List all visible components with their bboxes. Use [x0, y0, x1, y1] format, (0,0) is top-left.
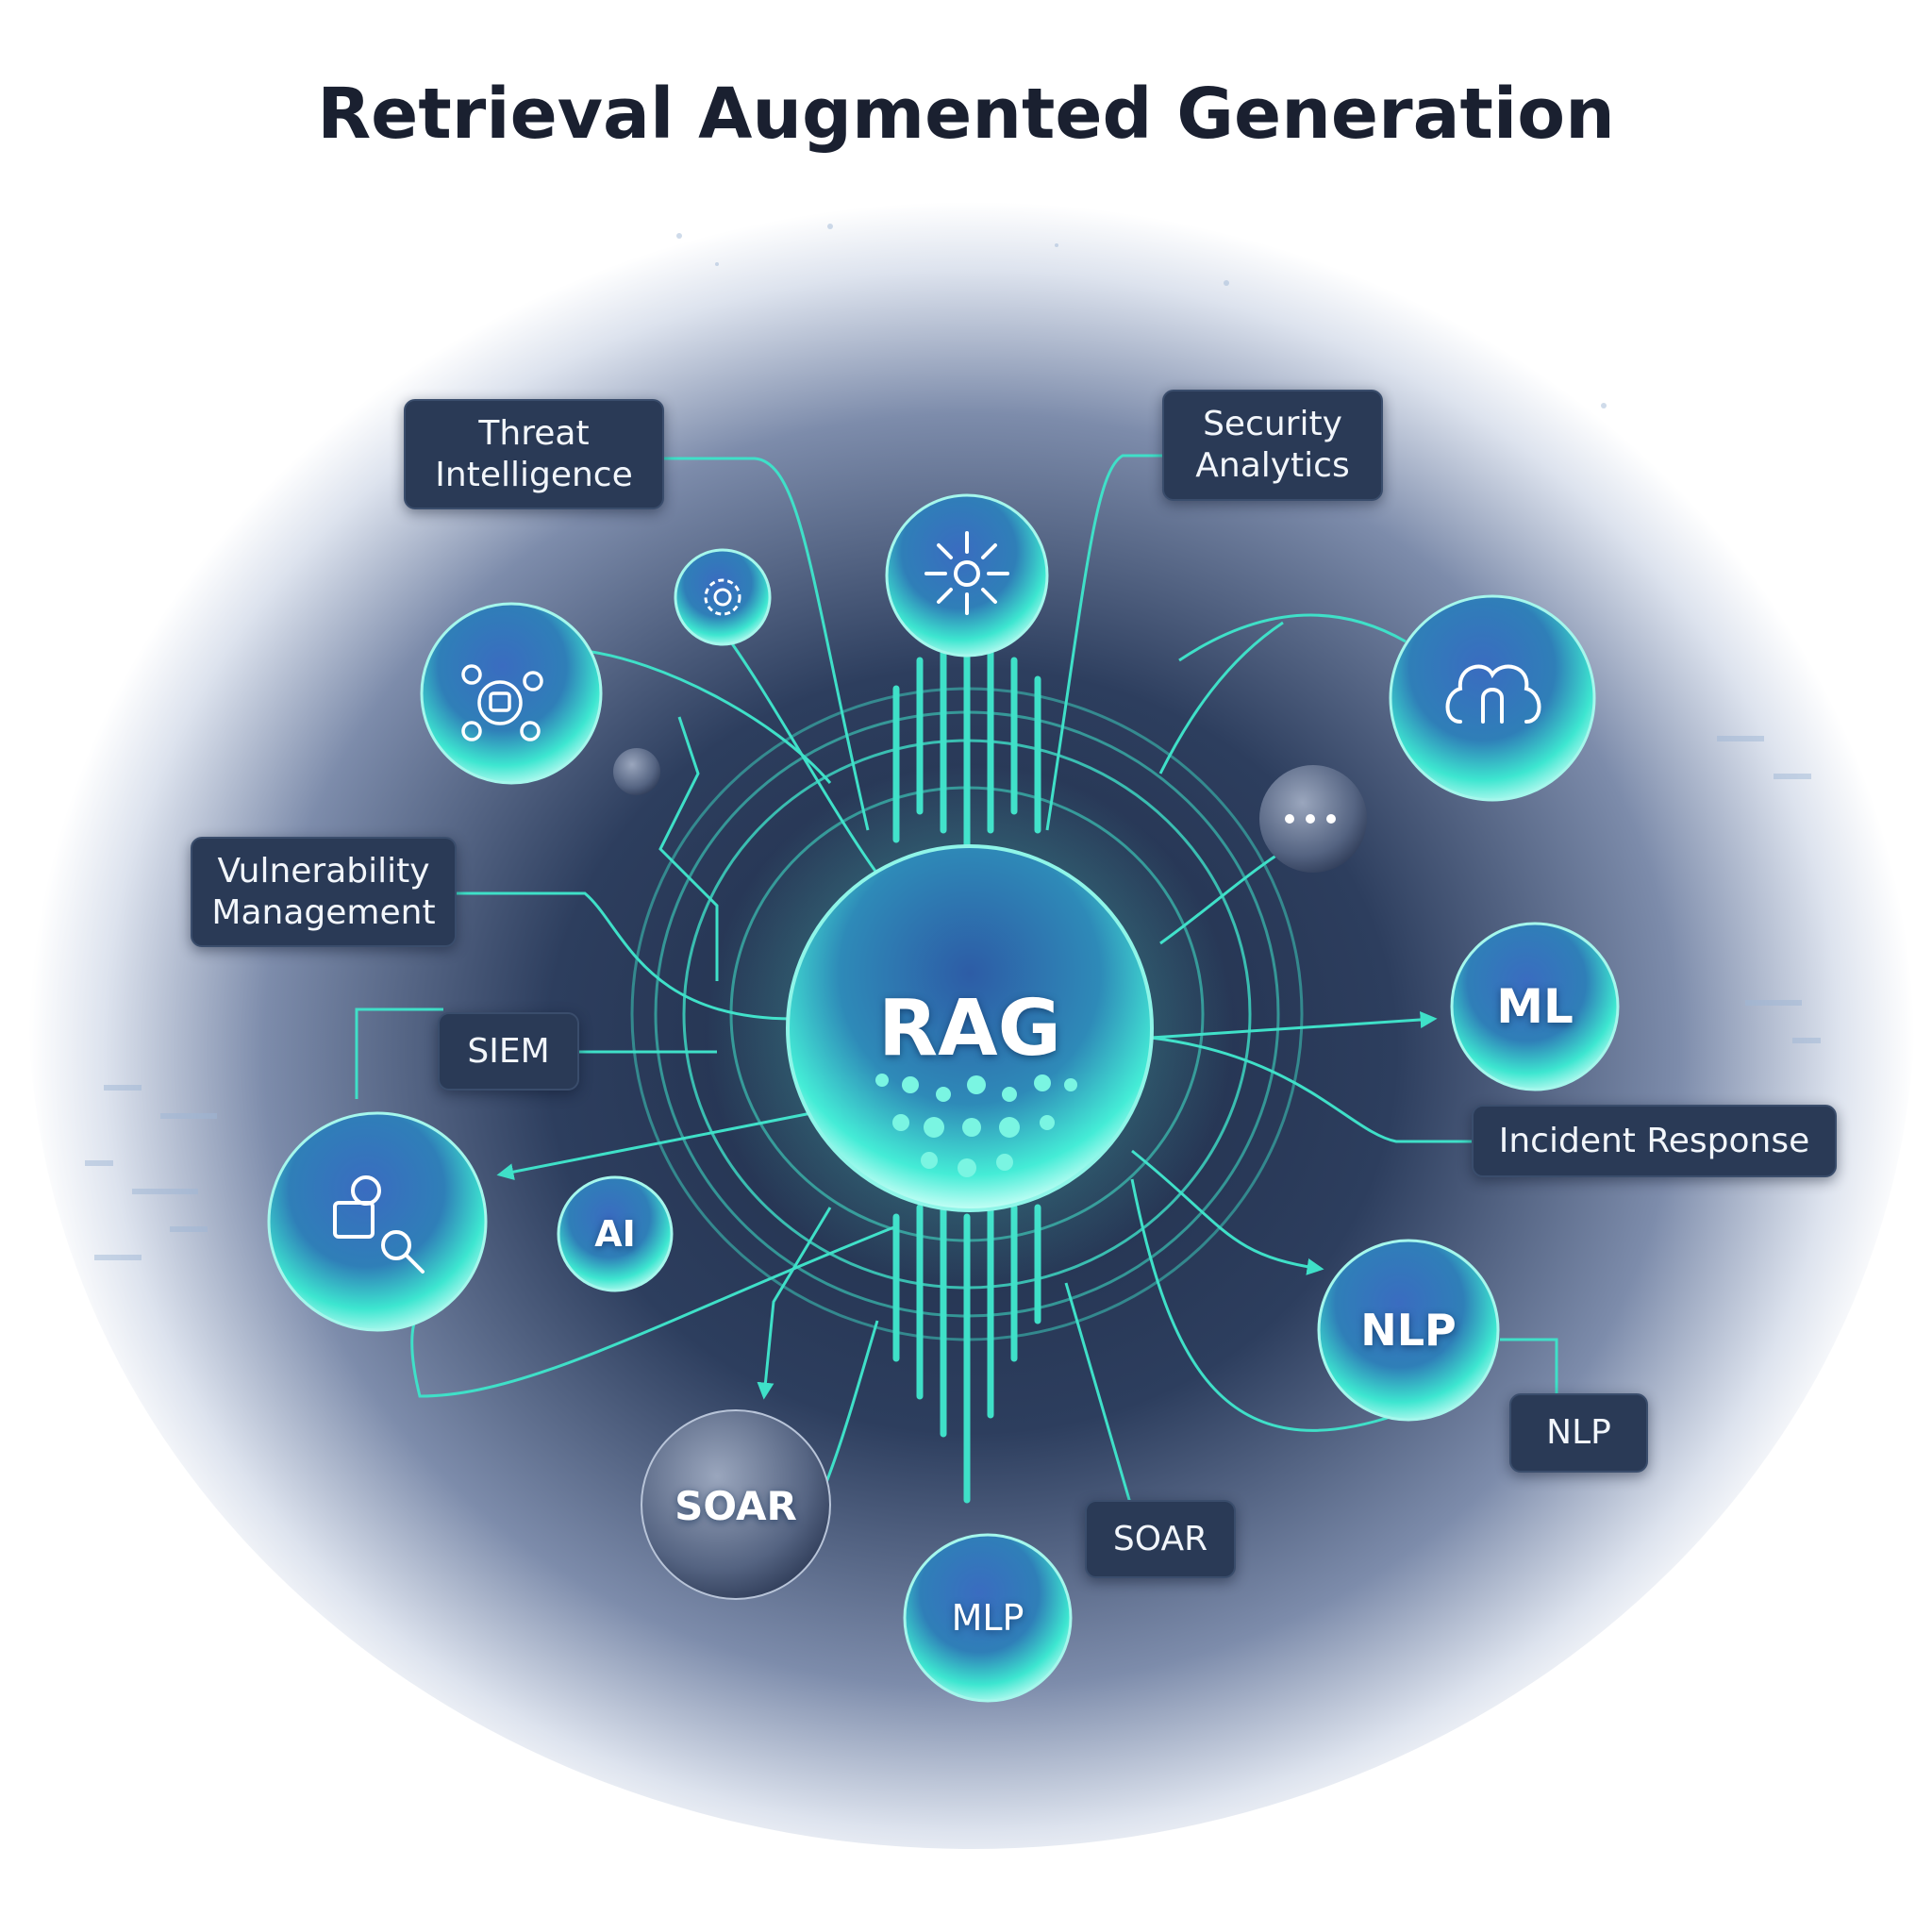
bubble-ai-label: AI [594, 1213, 636, 1255]
search-inspect-icon [333, 1175, 425, 1274]
bubble-left-mid[interactable] [267, 1111, 488, 1332]
brain-cloud-icon [1445, 664, 1541, 724]
sun-network-icon [924, 531, 1009, 615]
particles [85, 224, 1821, 1260]
label-threat-intelligence[interactable]: Threat Intelligence [404, 399, 664, 509]
label-soar[interactable]: SOAR [1085, 1500, 1236, 1578]
label-vulnerability-management[interactable]: Vulnerability Management [191, 837, 457, 947]
bubble-ml-label: ML [1496, 979, 1574, 1034]
hub-particles [875, 1074, 1077, 1177]
label-nlp[interactable]: NLP [1509, 1393, 1648, 1473]
label-incident-response[interactable]: Incident Response [1472, 1105, 1837, 1177]
bubble-ai[interactable] [557, 1175, 674, 1292]
gear-shield-icon [704, 578, 741, 616]
bubble-mlp-label: MLP [951, 1597, 1024, 1639]
bubble-small-top[interactable] [674, 548, 772, 646]
page-title: Retrieval Augmented Generation [317, 74, 1615, 155]
grey-sphere-small [613, 748, 660, 795]
ellipsis-icon [1285, 814, 1336, 824]
node-cluster-icon [461, 664, 543, 741]
bubble-soar-label: SOAR [675, 1482, 797, 1529]
label-security-analytics[interactable]: Security Analytics [1162, 390, 1383, 501]
bubble-soar[interactable] [641, 1409, 831, 1600]
bubble-top[interactable] [885, 493, 1049, 658]
bubble-nlp[interactable] [1317, 1239, 1500, 1422]
bubble-left-top[interactable] [420, 602, 603, 785]
label-siem[interactable]: SIEM [438, 1012, 579, 1091]
rag-hub[interactable] [786, 844, 1154, 1212]
bubble-mlp[interactable] [903, 1533, 1073, 1703]
rag-hub-label: RAG [878, 983, 1061, 1074]
bubble-nlp-label: NLP [1360, 1305, 1457, 1356]
bubble-right-top[interactable] [1389, 594, 1596, 802]
bubble-ml[interactable] [1450, 922, 1620, 1091]
